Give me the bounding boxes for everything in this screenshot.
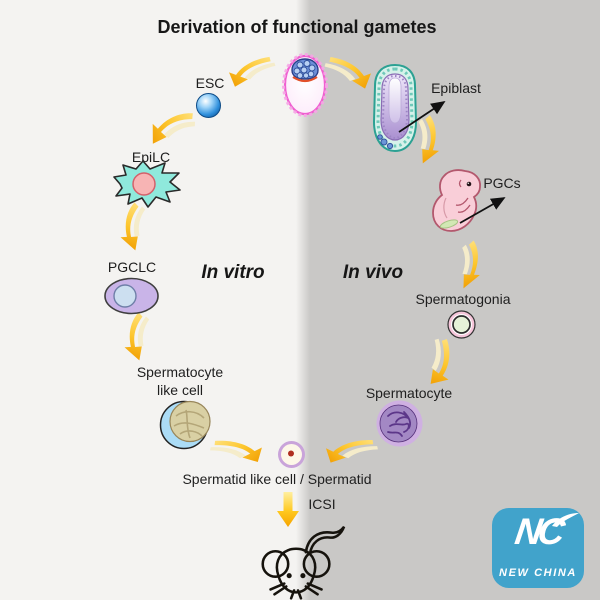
in-vivo-background-panel xyxy=(296,0,600,600)
spermatid-cell-icon xyxy=(278,441,305,468)
flow-arrow-to-spermatid-left-icon xyxy=(208,433,265,470)
esc-cell-icon xyxy=(196,93,221,118)
spermatid-label: Spermatid like cell / Spermatid xyxy=(182,471,372,487)
pgcs-label: PGCs xyxy=(483,175,521,191)
esc-label: ESC xyxy=(195,75,225,91)
spermatocyte-like-cell-label-line2: like cell xyxy=(157,382,203,398)
egg-cylinder-embryo-icon xyxy=(372,63,418,153)
in-vivo-label: In vivo xyxy=(342,262,404,283)
spermatocyte-like-cell-icon xyxy=(159,400,211,450)
icsi-label: ICSI xyxy=(308,496,336,512)
new-china-logo: NC NEW CHINA xyxy=(492,508,584,588)
spermatogonia-cell-icon xyxy=(447,310,476,339)
epilc-cell-icon xyxy=(113,160,181,208)
page-title: Derivation of functional gametes xyxy=(157,17,437,37)
flow-arrow-blastocyst-to-esc-icon xyxy=(229,56,276,87)
flow-arrow-pgclc-to-spermatocyte-like-icon xyxy=(112,309,166,364)
spermatocyte-cell-icon xyxy=(376,400,423,447)
logo-caption: NEW CHINA xyxy=(499,567,577,579)
blastocyst-icon xyxy=(282,53,328,117)
logo-feather-icon xyxy=(552,513,579,527)
epilc-label: EpiLC xyxy=(131,149,171,165)
spermatocyte-label: Spermatocyte xyxy=(365,385,453,401)
mouse-icon xyxy=(261,525,346,600)
pgclc-label: PGCLC xyxy=(107,259,157,275)
spermatocyte-like-cell-label-line1: Spermatocyte xyxy=(136,364,224,380)
epiblast-label: Epiblast xyxy=(431,80,481,96)
spermatogonia-label: Spermatogonia xyxy=(415,291,511,307)
embryo-fetus-icon xyxy=(432,169,481,232)
pgclc-cell-icon xyxy=(104,277,159,315)
in-vitro-label: In vitro xyxy=(201,262,265,283)
spermatocyte-like-cell-label: Spermatocyte like cell xyxy=(137,363,223,399)
down-block-arrow-icon xyxy=(277,492,299,527)
